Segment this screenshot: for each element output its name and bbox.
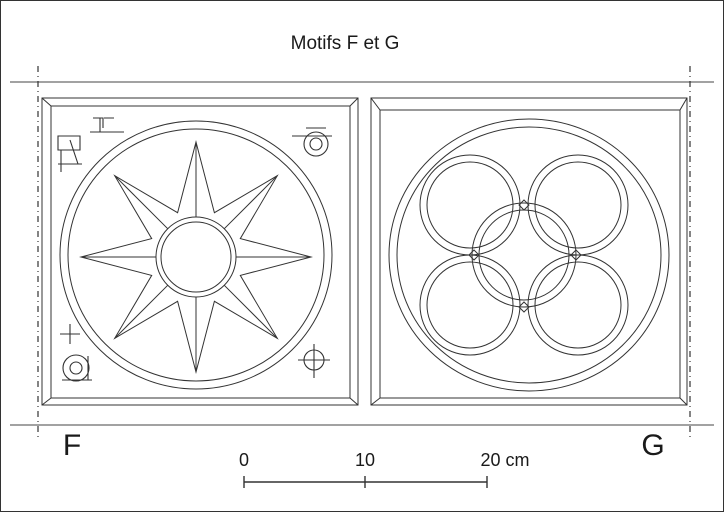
interlaced-ring	[419, 254, 521, 356]
ring-junction-diamond	[468, 249, 480, 261]
scale-label-0: 0	[239, 450, 249, 470]
motif-g-outer-border	[370, 97, 688, 406]
interlaced-ring	[534, 161, 622, 249]
interlaced-ring	[478, 209, 570, 301]
scale-label-10: 10	[355, 450, 375, 470]
interlaced-circles-icon	[419, 154, 629, 356]
corner-sign-bottom-right-icon	[298, 344, 330, 378]
star-ridge-line	[223, 284, 278, 339]
scale-bar	[243, 476, 488, 488]
interlaced-ring	[534, 261, 622, 349]
interlaced-ring	[527, 154, 629, 256]
motif-f-outer-ring	[59, 120, 333, 390]
motif-f-inner-border	[50, 105, 351, 399]
star-ridge-line	[223, 175, 278, 230]
motif-f-letter: F	[63, 429, 81, 462]
star-ridge-line	[114, 175, 169, 230]
motif-g-outer-ring-inner	[396, 126, 662, 384]
star-ridge-line	[114, 284, 169, 339]
corner-sign-top-right-icon	[292, 127, 332, 157]
motif-f-panel	[41, 97, 359, 406]
interlaced-ring	[527, 254, 629, 356]
figure-title: Motifs F et G	[291, 33, 400, 54]
eight-pointed-star-icon	[79, 140, 313, 374]
ring-junction-diamond	[518, 301, 530, 313]
corner-sign-bottom-left-icon	[60, 324, 92, 382]
motif-g-panel	[370, 97, 688, 406]
motif-g-letter: G	[641, 429, 664, 462]
ring-junction-diamond	[518, 199, 530, 211]
interlaced-ring	[471, 202, 577, 308]
motif-f-center-disc-inner	[160, 221, 232, 293]
scale-label-20: 20 cm	[480, 450, 529, 470]
corner-sign-top-left-icon	[57, 117, 124, 172]
ring-junction-diamond	[570, 249, 582, 261]
interlaced-ring	[419, 154, 521, 256]
motif-f-center-disc	[155, 216, 237, 298]
motif-g-inner-border	[379, 109, 681, 399]
interlaced-ring	[426, 161, 514, 249]
interlaced-ring	[426, 261, 514, 349]
motif-f-outer-ring-inner	[67, 128, 325, 382]
motif-f-outer-border	[41, 97, 359, 406]
motif-g-outer-ring	[388, 118, 670, 392]
